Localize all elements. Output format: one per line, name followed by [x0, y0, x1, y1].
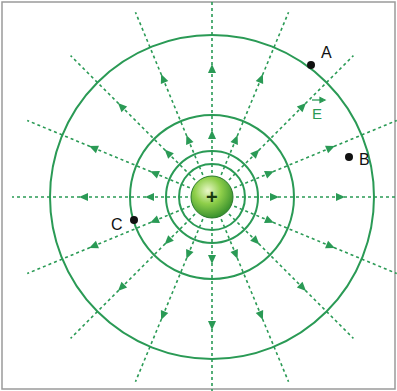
field-arrowhead [118, 103, 127, 112]
field-arrowhead [208, 130, 216, 139]
field-arrowhead [264, 171, 274, 178]
field-vector-label: E [312, 106, 322, 121]
vector-arrow [312, 98, 325, 103]
field-arrowhead [186, 135, 193, 145]
charge-sign: + [206, 187, 218, 207]
field-arrowhead [208, 321, 216, 330]
points [130, 61, 353, 224]
field-line [211, 221, 213, 391]
point-label: B [359, 152, 370, 168]
field-arrowhead [79, 193, 88, 201]
field-arrowhead [161, 310, 168, 320]
point-label: A [321, 45, 332, 61]
field-line [71, 214, 195, 338]
field-arrowhead [250, 150, 259, 159]
field-arrowhead [231, 249, 238, 259]
field-arrowhead [297, 282, 306, 291]
field-line [12, 196, 188, 198]
field-line [236, 196, 397, 198]
frame [2, 2, 395, 389]
field-line [211, 0, 213, 173]
field-arrowhead [186, 249, 193, 259]
field-line [229, 214, 353, 338]
equipotential-circles [50, 35, 374, 359]
field-arrowhead [325, 146, 335, 153]
field-arrowhead [89, 241, 99, 248]
field-arrowhead [165, 235, 174, 244]
positive-charge [191, 176, 233, 218]
field-arrowhead [336, 193, 345, 201]
field-line [71, 56, 195, 180]
field-arrowhead [145, 193, 154, 201]
field-arrowhead [208, 64, 216, 73]
field-arrowhead [161, 74, 168, 84]
field-lines [12, 0, 397, 391]
field-arrowhead [150, 171, 160, 178]
field-arrowhead [208, 255, 216, 264]
field-arrowhead [231, 135, 238, 145]
field-arrowhead [297, 103, 306, 112]
point-label: C [111, 217, 123, 233]
field-arrowhead [165, 150, 174, 159]
field-arrowhead [270, 193, 279, 201]
field-arrowhead [256, 74, 263, 84]
field-arrowhead [256, 310, 263, 320]
field-arrowhead [325, 241, 335, 248]
field-arrowhead [118, 282, 127, 291]
field-line [229, 56, 353, 180]
field-arrowhead [264, 216, 274, 223]
field-arrowhead [89, 146, 99, 153]
field-arrowhead [150, 216, 160, 223]
field-arrowhead [250, 235, 259, 244]
